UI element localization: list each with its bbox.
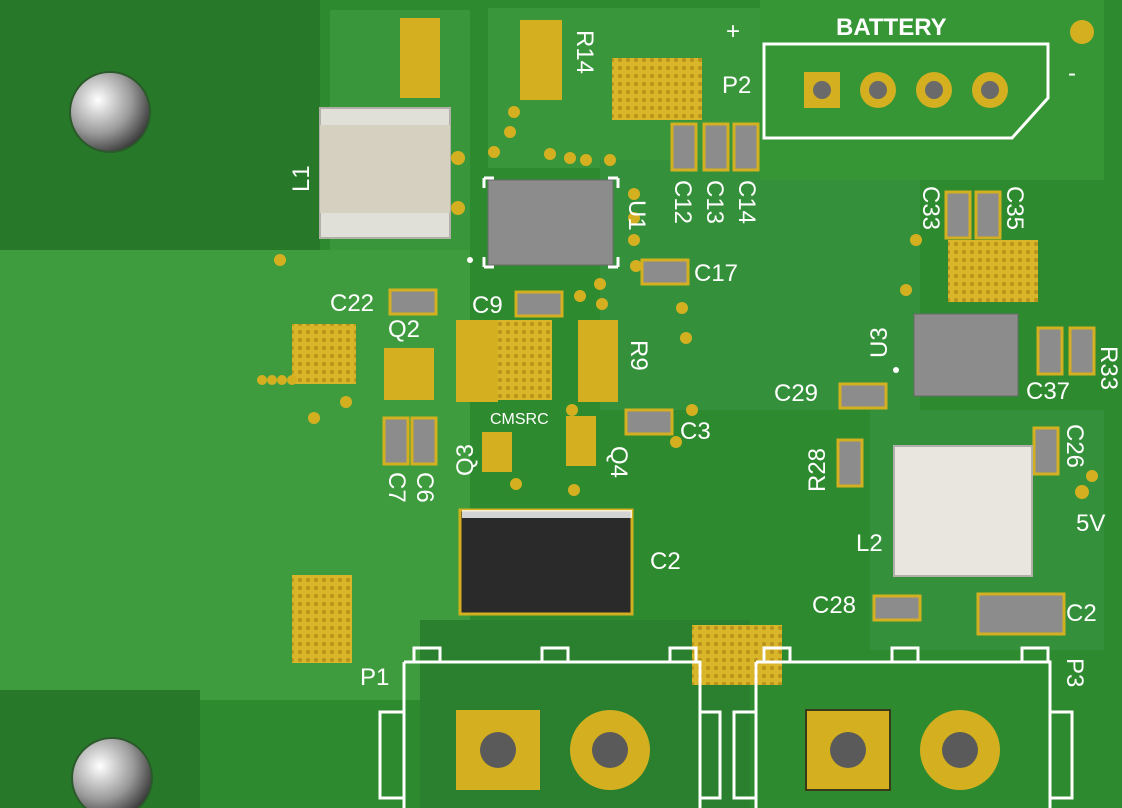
label-r28: R28 — [804, 447, 831, 492]
label-c2-center: C2 — [650, 548, 681, 575]
pad-r9-b — [578, 320, 618, 402]
mounting-hole-top — [69, 71, 151, 153]
thermal-pad-bottom — [692, 625, 782, 685]
transistor-q4 — [566, 416, 596, 466]
label-q4: Q4 — [605, 446, 632, 479]
cap-c28 — [872, 594, 922, 622]
label-c9: C9 — [472, 292, 503, 319]
pad-r14-b — [520, 20, 562, 100]
label-l2: L2 — [856, 530, 883, 557]
cap-c17 — [640, 258, 690, 286]
battery-connector-outline — [762, 42, 1050, 140]
label-c12: C12 — [669, 180, 696, 225]
vias — [257, 20, 1098, 499]
label-5v: 5V — [1076, 510, 1106, 537]
label-r9: R9 — [625, 340, 652, 371]
label-battery: BATTERY — [836, 14, 947, 41]
thermal-pad-top — [612, 58, 702, 120]
label-plus: + — [726, 18, 741, 45]
cap-c26 — [1032, 426, 1060, 476]
label-c3: C3 — [680, 418, 711, 445]
label-p1: P1 — [360, 664, 390, 691]
thermal-pad-center — [498, 320, 552, 400]
resistor-r28 — [836, 438, 864, 488]
label-c28: C28 — [812, 592, 857, 619]
label-cmsrc: CMSRC — [490, 411, 549, 428]
transistor-q3 — [482, 432, 512, 472]
inductor-l2 — [893, 445, 1033, 577]
label-u1: U1 — [623, 200, 650, 231]
cap-c3 — [624, 408, 674, 436]
label-c17: C17 — [694, 260, 739, 287]
cap-c33 — [944, 190, 972, 240]
label-c37: C37 — [1026, 378, 1071, 405]
caps-c12-c14 — [670, 122, 760, 172]
cap-c29 — [838, 382, 888, 410]
pad-r9-a — [456, 320, 498, 402]
label-c29: C29 — [774, 380, 819, 407]
label-c33: C33 — [917, 186, 944, 231]
cap-c2-right — [976, 592, 1066, 636]
label-c7: C7 — [383, 472, 410, 503]
label-c2-right: C2 — [1066, 600, 1097, 627]
cap-c9 — [514, 290, 564, 318]
mounting-hole-bottom — [71, 737, 153, 808]
label-r33: R33 — [1095, 346, 1122, 391]
cap-c2-tantalum — [458, 508, 634, 616]
thermal-pad-left — [292, 575, 352, 663]
ic-u1 — [487, 179, 614, 266]
label-c35: C35 — [1001, 186, 1028, 231]
label-c26: C26 — [1061, 424, 1088, 469]
cap-c35 — [974, 190, 1002, 240]
label-l1: L1 — [288, 165, 315, 192]
transistor-q2 — [384, 348, 434, 400]
label-p3: P3 — [1061, 658, 1088, 688]
label-c13: C13 — [701, 180, 728, 225]
label-r14: R14 — [571, 30, 598, 75]
cap-c22 — [388, 288, 438, 316]
pad-r14-a — [400, 18, 440, 98]
thermal-pad-q2 — [292, 324, 356, 384]
label-q3: Q3 — [452, 443, 479, 476]
label-minus: - — [1068, 60, 1076, 87]
label-c22: C22 — [330, 290, 375, 317]
cap-c6 — [410, 416, 438, 466]
label-q2: Q2 — [388, 316, 421, 343]
thermal-pad-right — [948, 240, 1038, 302]
label-p2: P2 — [722, 72, 752, 99]
label-c14: C14 — [733, 180, 760, 225]
ic-u3 — [913, 313, 1019, 397]
label-c6: C6 — [411, 472, 438, 503]
label-u3: U3 — [866, 327, 893, 358]
cap-c7 — [382, 416, 410, 466]
